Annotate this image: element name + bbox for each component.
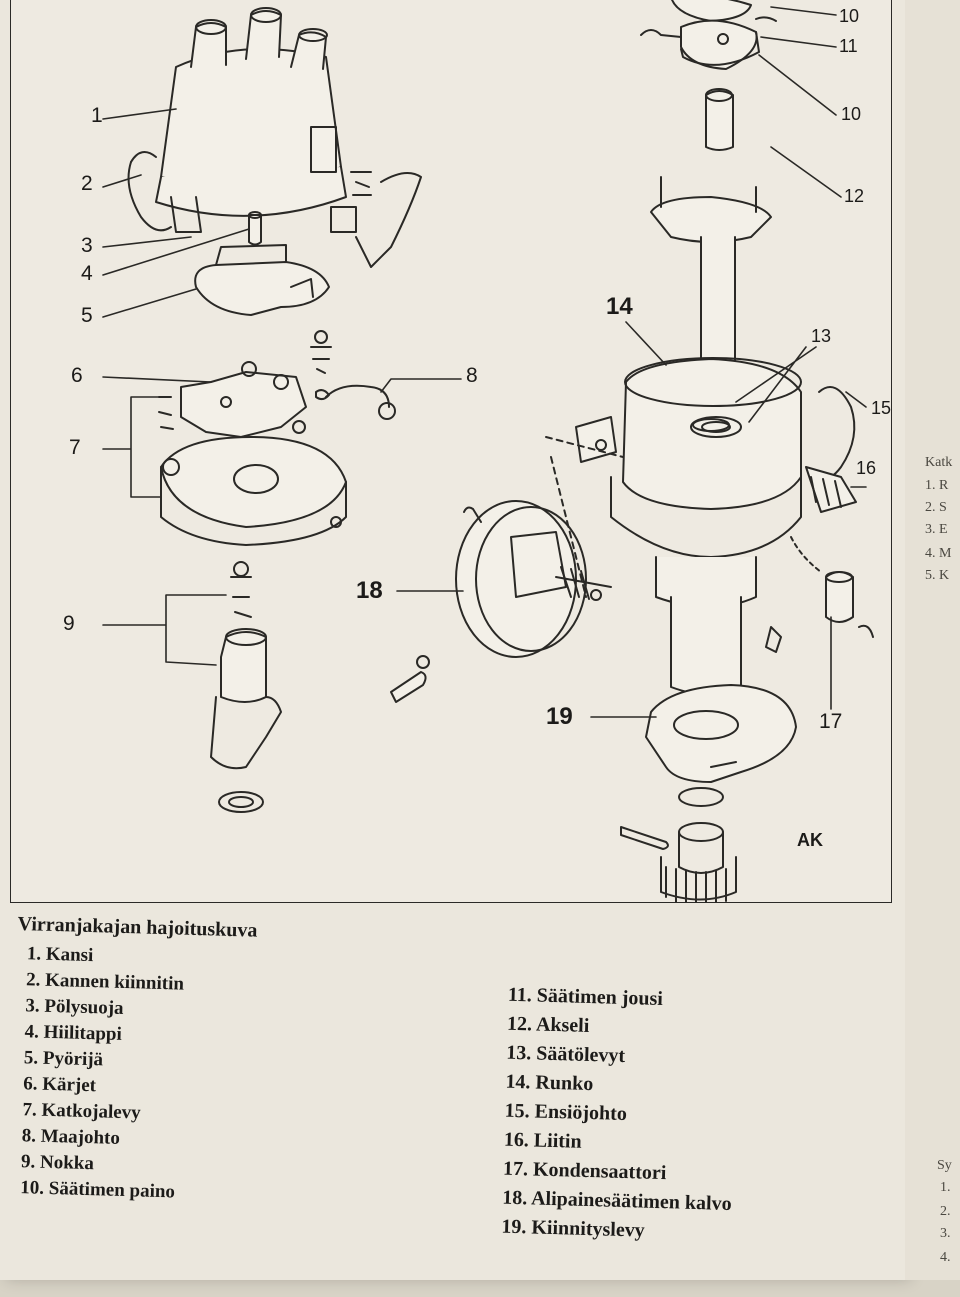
- part-shims: [692, 418, 730, 432]
- part-advance-weights: [640, 0, 777, 70]
- callout-2: 2: [81, 172, 93, 195]
- callout-15: 15: [871, 398, 892, 418]
- facing-page-line: 4.: [940, 1250, 951, 1265]
- part-shaft: [650, 88, 772, 392]
- callout-10-top: 10: [839, 6, 860, 26]
- callout-4: 4: [81, 262, 93, 285]
- callout-16: 16: [856, 458, 877, 478]
- facing-page-line: 2. S: [925, 500, 947, 515]
- callout-5: 5: [81, 304, 93, 327]
- callout-19: 19: [546, 703, 573, 730]
- facing-page-edge: Katk 1. R 2. S 3. E 4. M 5. K Sy 1. 2. 3…: [905, 0, 960, 1280]
- part-cam: [210, 561, 282, 813]
- part-housing: [545, 357, 802, 696]
- callout-18: 18: [356, 577, 383, 604]
- part-breaker-plate: [158, 396, 347, 546]
- callout-7: 7: [69, 436, 81, 459]
- callout-14: 14: [606, 293, 633, 320]
- facing-page-line: 3. E: [925, 522, 948, 537]
- figure-mark: AK: [797, 830, 823, 850]
- callout-6: 6: [71, 364, 83, 387]
- caption-title: Virranjakajan hajoituskuva: [17, 913, 258, 942]
- part-cap-clip: [127, 151, 422, 268]
- callout-8: 8: [466, 364, 478, 387]
- manual-page: 1 2 3 4 5 6 7 8 9 10 11 10 12 13 14 15 1…: [0, 0, 905, 1280]
- caption-item: 10. Säätimen paino: [20, 1177, 176, 1203]
- part-primary-lead: [805, 386, 857, 513]
- figure-caption: Virranjakajan hajoituskuva 1. Kansi 2. K…: [8, 913, 898, 1297]
- callout-11: 11: [839, 36, 858, 56]
- facing-page-line: 4. M: [925, 546, 952, 561]
- part-carbon-pin: [248, 211, 262, 246]
- callout-1: 1: [91, 104, 103, 127]
- facing-page-line: 1. R: [925, 478, 949, 493]
- caption-list-right: 11. Säätimen jousi 12. Akseli 13. Säätöl…: [501, 981, 738, 1248]
- facing-page-line: 2.: [940, 1204, 951, 1219]
- callout-9: 9: [63, 612, 75, 635]
- facing-page-line: 1.: [940, 1180, 951, 1195]
- caption-list-left: 1. Kansi 2. Kannen kiinnitin 3. Pölysuoj…: [20, 941, 185, 1205]
- facing-page-heading: Katk: [925, 455, 953, 470]
- distributor-exploded-drawing: [102, 0, 874, 902]
- part-contact-points: [180, 361, 307, 438]
- part-rotor: [194, 244, 330, 316]
- facing-page-line: 5. K: [925, 568, 950, 583]
- part-cap: [155, 7, 347, 233]
- part-base-plate: [620, 684, 797, 902]
- callout-17: 17: [819, 710, 843, 733]
- part-vacuum-unit: [390, 456, 782, 703]
- leader-lines: [102, 6, 867, 718]
- part-earth-wire: [310, 330, 396, 420]
- facing-page-line: 3.: [940, 1226, 951, 1241]
- callout-12: 12: [844, 186, 865, 206]
- callout-3: 3: [81, 234, 93, 257]
- callout-13: 13: [811, 326, 832, 346]
- exploded-view-figure: 1 2 3 4 5 6 7 8 9 10 11 10 12 13 14 15 1…: [10, 0, 892, 903]
- part-condenser: [790, 536, 874, 638]
- facing-page-heading: Sy: [937, 1158, 952, 1173]
- callout-10-bottom: 10: [841, 104, 862, 124]
